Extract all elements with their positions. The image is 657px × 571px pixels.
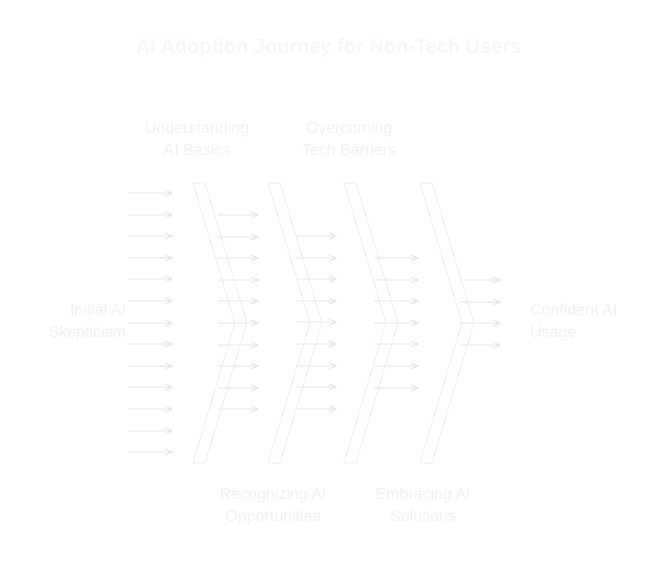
stage-label-recognizing: Recognizing AI Opportunities [205, 484, 341, 528]
stage-label-end-line1: Confident AI [530, 302, 618, 319]
stage-label-embracing-line1: Embracing AI [375, 486, 471, 503]
stage-label-end: Confident AI Usage [530, 300, 650, 344]
stage-label-overcoming: Overcoming Tech Barriers [284, 118, 414, 162]
stage-label-understanding-line2: AI Basics [163, 142, 231, 159]
stage-label-start: Initial AI Skepticism [20, 300, 126, 344]
flow-arrows [128, 193, 500, 452]
stage-label-recognizing-line2: Opportunities [225, 508, 321, 525]
stage-label-embracing: Embracing AI Solutions [358, 484, 488, 528]
stage-label-start-line2: Skepticism [48, 324, 126, 341]
stage-label-end-line2: Usage [530, 324, 577, 341]
stage-label-start-line1: Initial AI [69, 302, 126, 319]
stage-label-understanding: Understanding AI Basics [132, 118, 262, 162]
stage-label-recognizing-line1: Recognizing AI [219, 486, 327, 503]
stage-label-understanding-line1: Understanding [144, 120, 250, 137]
stage-chevron-2 [267, 182, 323, 464]
stage-label-overcoming-line1: Overcoming [305, 120, 393, 137]
stage-label-embracing-line2: Solutions [390, 508, 456, 525]
diagram-title: AI Adoption Journey for Non-Tech Users [135, 36, 522, 58]
stage-label-overcoming-line2: Tech Barriers [301, 142, 397, 159]
